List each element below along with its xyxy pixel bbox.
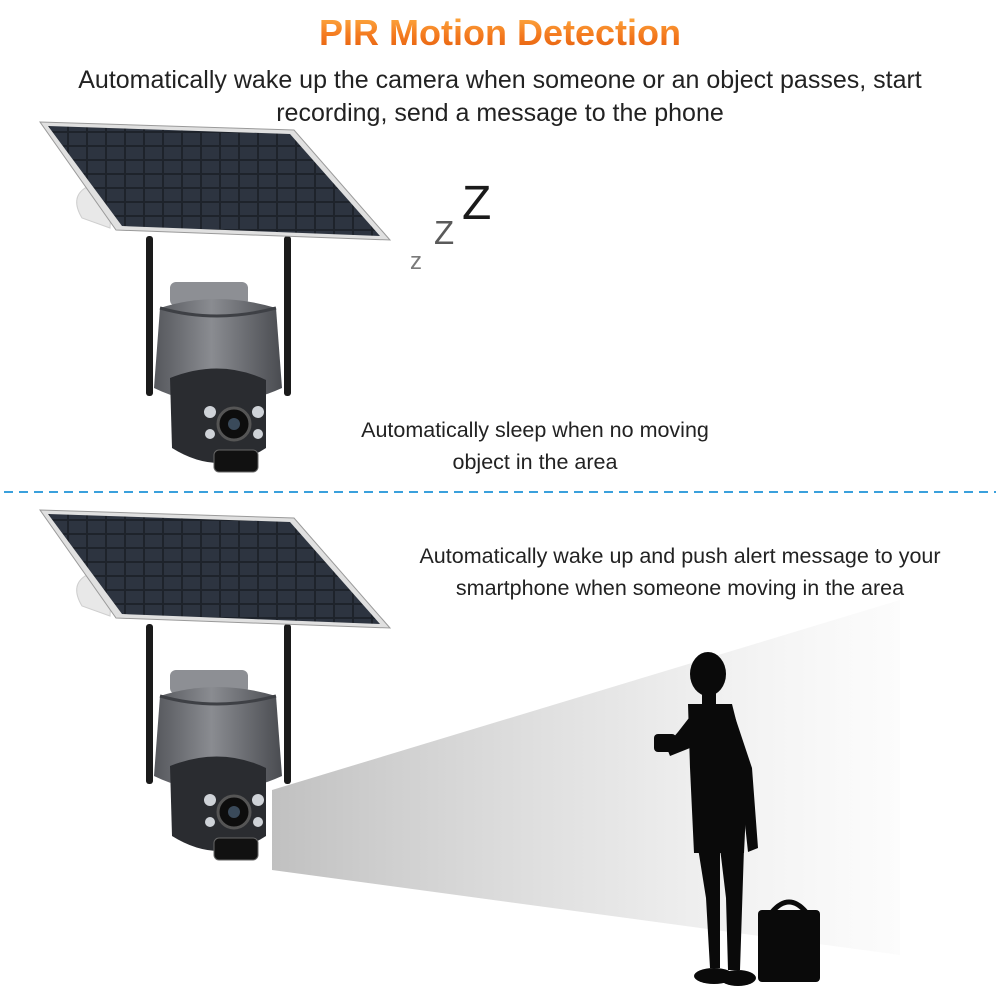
sleep-caption: Automatically sleep when no moving objec… [361, 418, 709, 474]
snore-z-large: Z [462, 177, 492, 230]
page-subtitle: Automatically wake up the camera when so… [78, 66, 922, 127]
solar-camera-active [39, 509, 392, 861]
person-silhouette [654, 652, 820, 986]
solar-panel [39, 121, 392, 241]
solar-panel [39, 509, 392, 629]
antenna-right [284, 236, 291, 396]
wake-caption: Automatically wake up and push alert mes… [419, 544, 941, 600]
solar-camera-sleeping [39, 121, 392, 473]
page-title: PIR Motion Detection [0, 12, 1000, 54]
antenna-right [284, 624, 291, 784]
camera-body [154, 282, 282, 473]
antenna-left [146, 236, 153, 396]
section-divider [4, 491, 996, 493]
antenna-left [146, 624, 153, 784]
camera-body [154, 670, 282, 861]
snore-z-medium: Z [434, 214, 455, 251]
snore-z-small: z [410, 248, 422, 275]
